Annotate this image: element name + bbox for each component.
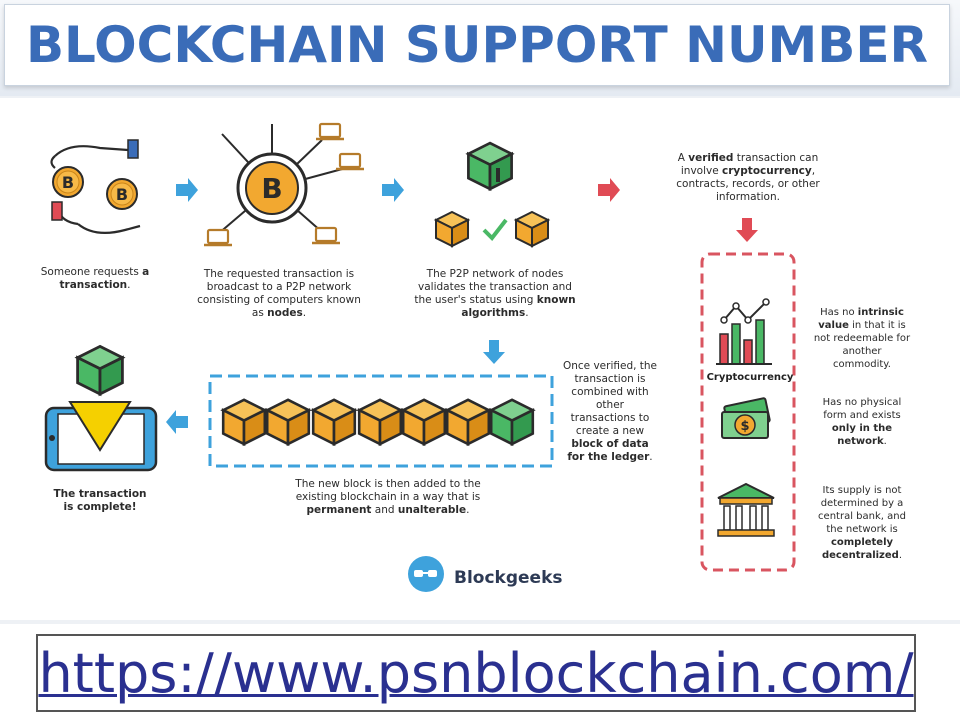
infographic-art: B B [44, 122, 796, 592]
step-6-label: The new block is then added to the exist… [295, 478, 481, 516]
title-banner: BLOCKCHAIN SUPPORT NUMBER [4, 4, 950, 86]
step-4-label: A verified transaction can involve crypt… [676, 152, 820, 203]
svg-text:B: B [261, 172, 282, 205]
arrow-right-1 [176, 178, 198, 202]
bitcoin-network-icon: B [202, 122, 366, 247]
infographic-panel: B B [0, 98, 960, 620]
crypto-fact-2: Has no physical form and exists only in … [822, 397, 902, 447]
new-block-box [208, 374, 554, 468]
blockgeeks-logo [408, 556, 444, 592]
brand-name: Blockgeeks [454, 568, 563, 588]
footer: https://www.psnblockchain.com/ [0, 624, 960, 720]
step-1-label: Someone requests a transaction. [40, 266, 150, 291]
arrow-right-2 [382, 178, 404, 202]
step-2-label: The requested transaction is broadcast t… [197, 268, 361, 319]
website-link[interactable]: https://www.psnblockchain.com/ [38, 641, 914, 705]
cryptocurrency-box [700, 252, 796, 572]
step-3-label: The P2P network of nodes validates the t… [414, 268, 576, 319]
phone-icon [44, 344, 158, 472]
page-title: BLOCKCHAIN SUPPORT NUMBER [25, 16, 929, 74]
step-5-label: Once verified, the transaction is combin… [562, 360, 658, 463]
blockchain-cubes [221, 398, 535, 446]
arrow-down-red [736, 218, 758, 242]
crypto-fact-1: Has no intrinsic value in that it is not… [813, 307, 911, 370]
money-icon: $ [721, 397, 771, 439]
crypto-fact-3: Its supply is not determined by a centra… [818, 485, 906, 561]
cryptocurrency-title: Cryptocurrency [706, 372, 794, 383]
arrow-right-3 [598, 178, 620, 202]
header-band: BLOCKCHAIN SUPPORT NUMBER [0, 0, 960, 96]
svg-text:$: $ [740, 419, 749, 434]
bank-icon [717, 482, 775, 537]
validation-cubes-icon [435, 141, 549, 247]
arrow-down-blue [483, 340, 505, 364]
hands-coins-icon [50, 139, 141, 235]
chart-icon [716, 298, 772, 365]
arrow-left [166, 410, 188, 434]
url-banner: https://www.psnblockchain.com/ [36, 634, 916, 712]
